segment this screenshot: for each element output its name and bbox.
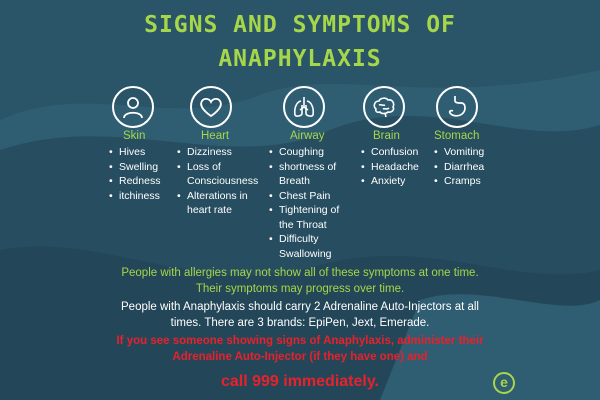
- list-item: itchiness: [109, 189, 180, 204]
- title-line-1: SIGNS AND SYMPTOMS OF: [144, 12, 456, 38]
- column-heading: Brain: [373, 130, 400, 142]
- emergency-call-text: call 999 immediately.: [220, 373, 379, 390]
- list-item: Chest Pain: [269, 189, 352, 204]
- column-skin: Skin Hives Swelling Redness itchiness: [108, 129, 180, 203]
- list-item: Swelling: [109, 160, 180, 175]
- list-item: Dizziness: [177, 145, 268, 160]
- note-line: Their symptoms may progress over time.: [195, 283, 405, 295]
- person-icon: [112, 86, 154, 128]
- symptom-list: Coughing shortness of Breath Chest Pain …: [268, 145, 352, 261]
- column-heading: Skin: [123, 130, 146, 142]
- column-stomach: Stomach Vomiting Diarrhea Cramps: [433, 129, 505, 189]
- list-item: Hives: [109, 145, 180, 160]
- note-line: People with allergies may not show all o…: [121, 267, 479, 279]
- warning-line: Adrenaline Auto-Injector (if they have o…: [172, 351, 428, 363]
- column-heart: Heart Dizziness Loss of Consciousness Al…: [176, 129, 268, 218]
- list-item: Loss of Consciousness: [177, 160, 268, 189]
- warning-line: If you see someone showing signs of Anap…: [116, 335, 484, 347]
- title: SIGNS AND SYMPTOMS OF ANAPHYLAXIS: [0, 8, 600, 76]
- column-brain: Brain Confusion Headache Anxiety: [360, 129, 432, 189]
- note-line: times. There are 3 brands: EpiPen, Jext,…: [170, 317, 430, 329]
- list-item: Tightening of the Throat: [269, 203, 352, 232]
- list-item: shortness of Breath: [269, 160, 352, 189]
- symptom-list: Confusion Headache Anxiety: [360, 145, 432, 189]
- column-heading: Airway: [290, 130, 325, 142]
- list-item: Cramps: [434, 174, 505, 189]
- heart-icon: [190, 86, 232, 128]
- column-heading: Heart: [201, 130, 230, 142]
- list-item: Anxiety: [361, 174, 432, 189]
- list-item: Vomiting: [434, 145, 505, 160]
- title-line-2: ANAPHYLAXIS: [218, 46, 382, 72]
- list-item: Confusion: [361, 145, 432, 160]
- list-item: Redness: [109, 174, 180, 189]
- column-airway: Airway Coughing shortness of Breath Ches…: [268, 129, 352, 261]
- list-item: Alterations in heart rate: [177, 189, 268, 218]
- stomach-icon: [436, 86, 478, 128]
- note-line: People with Anaphylaxis should carry 2 A…: [121, 301, 479, 313]
- brand-logo: e: [493, 372, 515, 394]
- list-item: Coughing: [269, 145, 352, 160]
- symptom-list: Dizziness Loss of Consciousness Alterati…: [176, 145, 268, 218]
- symptom-list: Hives Swelling Redness itchiness: [108, 145, 180, 203]
- symptom-list: Vomiting Diarrhea Cramps: [433, 145, 505, 189]
- brain-icon: [363, 86, 405, 128]
- lungs-icon: [283, 86, 325, 128]
- column-heading: Stomach: [434, 130, 480, 142]
- list-item: Headache: [361, 160, 432, 175]
- list-item: Diarrhea: [434, 160, 505, 175]
- list-item: Difficulty Swallowing: [269, 232, 352, 261]
